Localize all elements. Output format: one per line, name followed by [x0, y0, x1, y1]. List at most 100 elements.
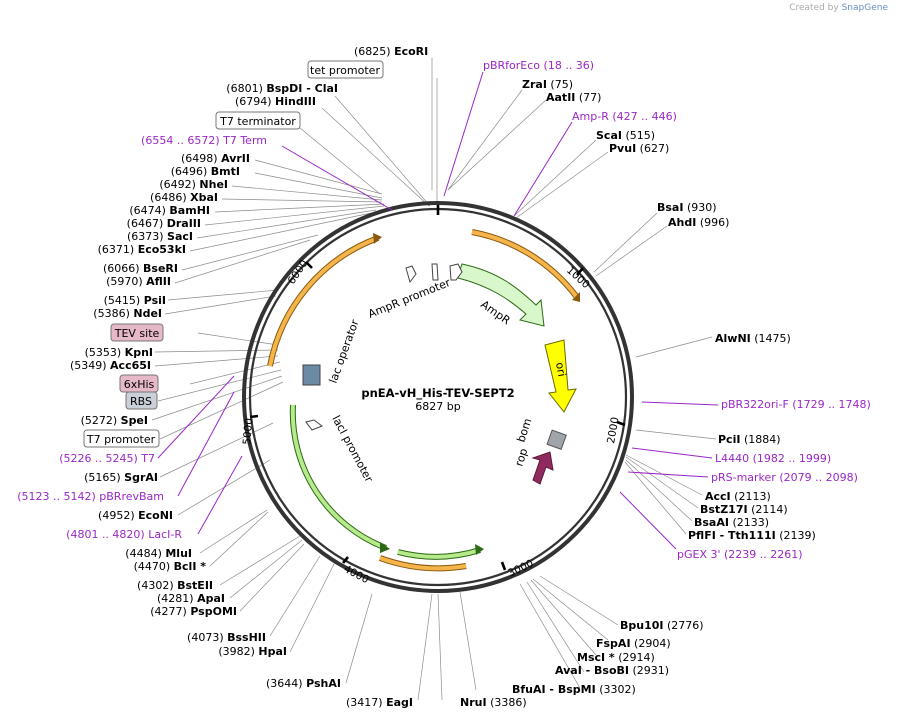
site-apai: (4281) ApaI: [157, 592, 225, 605]
snapgene-logo-text: SnapGene: [841, 3, 888, 13]
bom-feature: [546, 429, 567, 450]
site-xbai: (6486) XbaI: [150, 191, 218, 204]
rop-feature: [531, 451, 554, 485]
primer-pbr322ori-f: pBR322ori-F (1729 .. 1748): [721, 398, 871, 411]
primer-amp-r: Amp-R (427 .. 446): [572, 110, 677, 123]
site-bsaai: BsaAI (2133): [694, 516, 769, 529]
laci-promoter-label: lacI promoter: [329, 413, 375, 485]
site-bsteii: (4302) BstEII: [137, 579, 213, 592]
lac-operator-marker: [302, 364, 321, 386]
tet-promoter-box: [307, 60, 384, 79]
site-draiii: (6467) DraIII: [127, 217, 201, 230]
t7-promoter-label: T7 promoter: [86, 433, 156, 446]
bom-label: bom: [514, 417, 534, 444]
site-nhei: (6492) NheI: [159, 178, 228, 191]
site-msci: MscI * (2914): [577, 651, 655, 664]
site-alwni: AlwNI (1475): [715, 332, 791, 345]
site-acc65i: (5349) Acc65I: [70, 359, 151, 372]
site-kpni: (5353) KpnI: [85, 346, 153, 359]
site-bstz17i: BstZ17I (2114): [700, 503, 788, 516]
tet-promoter-label: tet promoter: [310, 64, 380, 77]
site-fspai: FspAI (2904): [596, 637, 671, 650]
feature-arc-left: [267, 235, 380, 367]
site-mlui: (4484) MluI: [125, 547, 192, 560]
site-pcii: PciI (1884): [718, 433, 781, 446]
bottom-site-labels: (3644) PshAI (3417) EagI NruI (3386): [266, 677, 527, 709]
primer-leaders: [157, 71, 719, 550]
site-bmti: (6496) BmtI: [171, 165, 240, 178]
ampr-label: AmpR: [478, 298, 513, 328]
site-bsai: BsaI (930): [657, 201, 717, 214]
ampr-promoter-label: AmpR promoter: [366, 276, 452, 321]
site-bamhi: (6474) BamHI: [129, 204, 210, 217]
site-psii: (5415) PsiI: [104, 294, 166, 307]
promoter-marker-1: [405, 265, 417, 284]
site-bfuai-bspmi: BfuAI - BspMI (3302): [512, 683, 636, 696]
6xhis-label: 6xHis: [124, 378, 155, 391]
primer-pbrrevbam: (5123 .. 5142) pBRrevBam: [17, 490, 164, 503]
t7-terminator-box: [215, 111, 301, 130]
site-acci: AccI (2113): [705, 490, 771, 503]
site-aflii: (5970) AflII: [106, 275, 171, 288]
site-hpai: (3982) HpaI: [218, 645, 287, 658]
site-eco53ki: (6371) Eco53kI: [98, 243, 186, 256]
primer-pgex-3: pGEX 3' (2239 .. 2261): [677, 548, 803, 561]
backbone-outer-ring: [242, 201, 634, 593]
rbs-box: [125, 391, 158, 410]
ori-feature: [544, 339, 577, 413]
laci-promoter-arrow: [305, 419, 324, 431]
primer-l4440: L4440 (1982 .. 1999): [715, 452, 831, 465]
plasmid-size: 6827 bp: [415, 400, 460, 413]
primer-laci-r: (4801 .. 4820) LacI-R: [66, 528, 182, 541]
site-aatii: AatII (77): [546, 91, 601, 104]
site-zrai: ZraI (75): [522, 78, 573, 91]
site-bpu10i: Bpu10I (2776): [620, 619, 704, 632]
site-bspdi-clai: (6801) BspDI - ClaI: [226, 82, 338, 95]
site-scai: ScaI (515): [596, 129, 655, 142]
site-bseri: (6066) BseRI: [103, 262, 178, 275]
site-avai-bsobi: AvaI - BsoBI (2931): [555, 664, 669, 677]
site-pshai: (3644) PshAI: [266, 677, 341, 690]
right-site-labels: (6825) EcoRI ZraI (75) AatII (77) ScaI (…: [354, 45, 816, 696]
ampr-promoter-arrow: [449, 263, 463, 281]
t7-promoter-box: [83, 429, 160, 448]
lac-operator-label: lac operator: [327, 318, 362, 386]
primer-t7-term: (6554 .. 6572) T7 Term: [141, 134, 267, 147]
site-sgrai: (5165) SgrAI: [84, 471, 158, 484]
site-bsshii: (4073) BssHII: [187, 631, 266, 644]
site-saci: (6373) SacI: [127, 230, 193, 243]
site-spei: (5272) SpeI: [81, 414, 148, 427]
site-ecori: (6825) EcoRI: [354, 45, 428, 58]
tev-site-label: TEV site: [114, 327, 160, 340]
primer-labels: pBRforEco (18 .. 36) Amp-R (427 .. 446) …: [17, 59, 871, 561]
primer-pbrforeco: pBRforEco (18 .. 36): [483, 59, 594, 72]
site-ahdi: AhdI (996): [668, 216, 729, 229]
site-nrui: NruI (3386): [460, 696, 527, 709]
promoter-marker-2: [431, 263, 439, 281]
tick-2000: 2000: [605, 416, 621, 444]
site-econi: (4952) EcoNI: [98, 509, 173, 522]
site-pvui: PvuI (627): [609, 142, 669, 155]
left-site-labels: (6801) BspDI - ClaI (6794) HindIII (6498…: [70, 82, 338, 658]
orange-features: [267, 229, 580, 572]
leader-lines: [151, 58, 717, 701]
tick-5000: 5000: [241, 418, 255, 446]
feature-label-boxes: tet promoter T7 terminator TEV site 6xHi…: [83, 60, 384, 448]
site-eagi: (3417) EagI: [346, 696, 413, 709]
rbs-label: RBS: [130, 395, 152, 408]
site-pflfi-tth111i: PflFI - Tth111I (2139): [688, 529, 816, 542]
tick-3000: 3000: [506, 558, 535, 580]
ori-label: ori: [553, 361, 568, 377]
site-hindiii: (6794) HindIII: [235, 95, 316, 108]
position-ticks: [249, 205, 626, 571]
t7-terminator-label: T7 terminator: [219, 115, 296, 128]
site-avrii: (6498) AvrII: [181, 152, 250, 165]
small-feature-markers: [302, 263, 463, 431]
primer-prs-marker: pRS-marker (2079 .. 2098): [711, 471, 858, 484]
primer-t7: (5226 .. 5245) T7: [59, 452, 155, 465]
tev-site-box: [110, 323, 164, 342]
site-ndei: (5386) NdeI: [93, 307, 162, 320]
snapgene-credit: Created by SnapGene: [789, 3, 888, 13]
site-pspomi: (4277) PspOMI: [150, 605, 237, 618]
